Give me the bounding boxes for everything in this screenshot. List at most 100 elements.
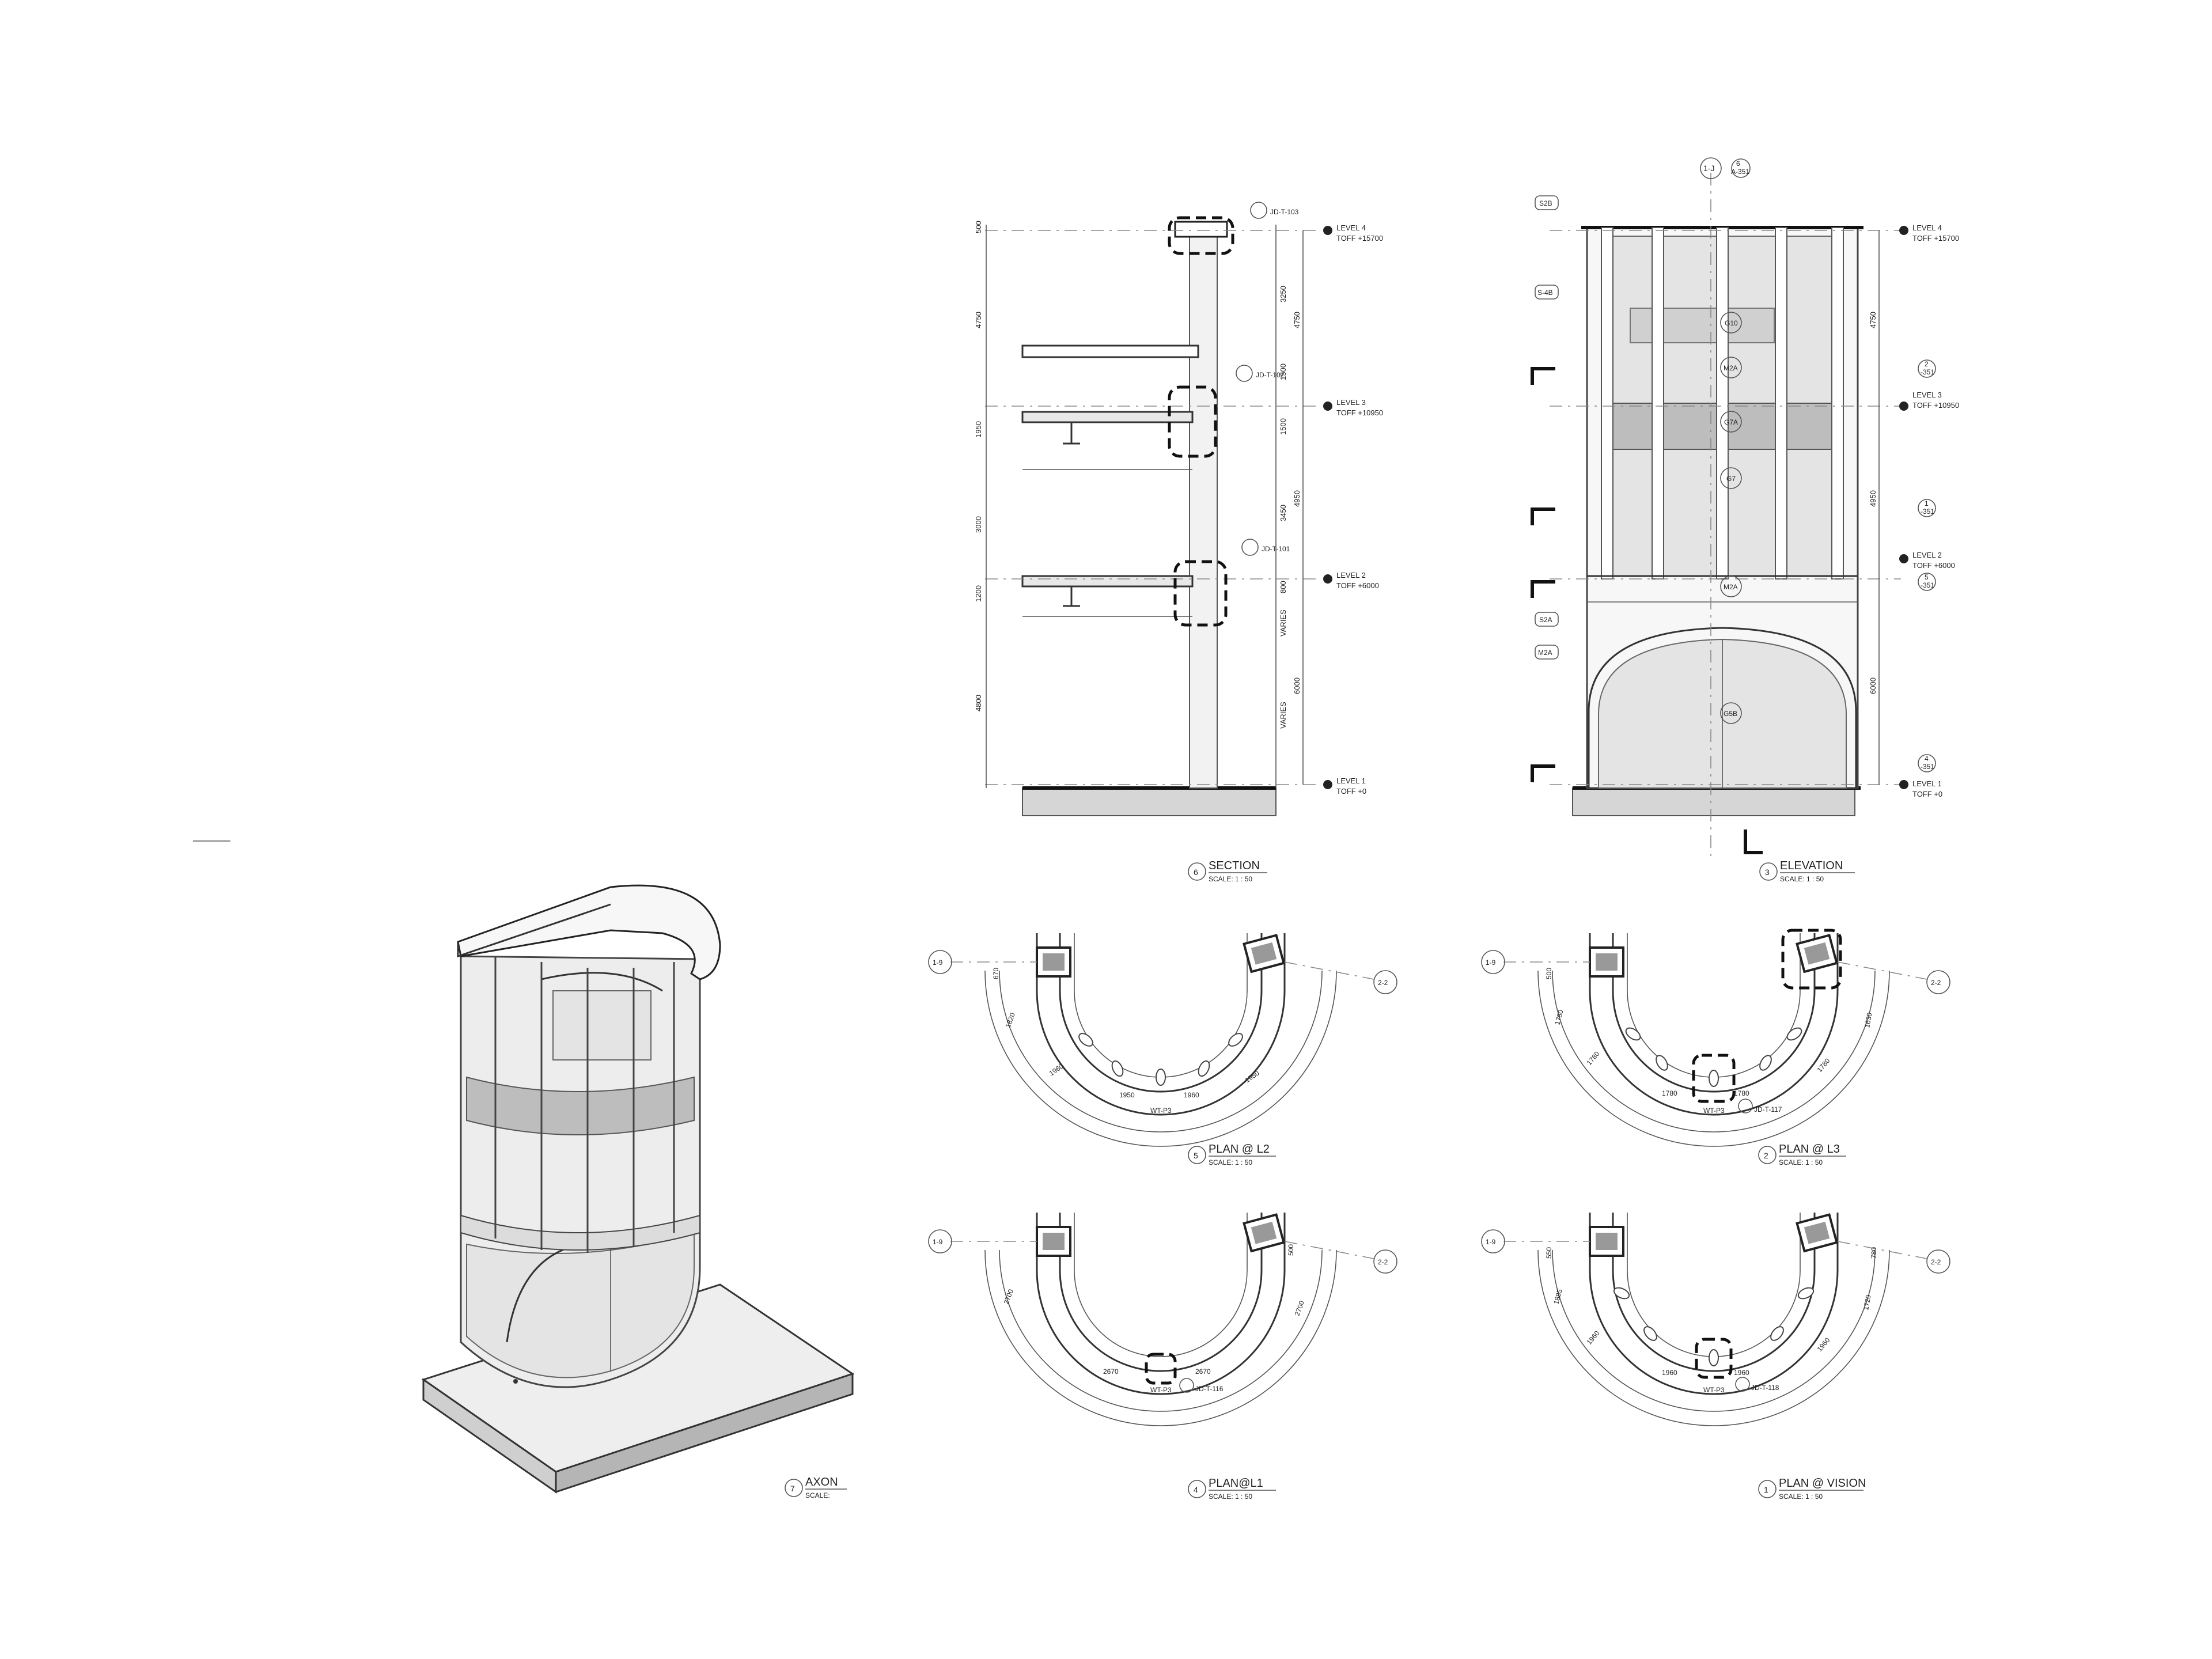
elevation-view: 1-J 6 A-351 S2B S-4B S2A M2A G10 M2A G7A <box>1531 157 1959 883</box>
axon-band-l2 <box>460 1214 700 1251</box>
view-number: 1 <box>1764 1485 1768 1494</box>
axon-base-side-right <box>555 1372 854 1494</box>
level-name: LEVEL 2 <box>1336 571 1366 579</box>
plan-dim: 1780 <box>1585 1050 1601 1067</box>
elevation-dim: 4750 <box>1869 312 1877 328</box>
cut-marker <box>1531 367 1555 385</box>
view-title-plan-vision: 1 PLAN @ VISION SCALE: 1 : 50 <box>1758 1477 1866 1501</box>
plan-tag: JD-T-116 <box>1195 1385 1224 1393</box>
section-facade <box>1189 227 1218 789</box>
view-title-plan-l2: 5 PLAN @ L2 SCALE: 1 : 50 <box>1188 1143 1276 1166</box>
grid-bubble-right[interactable] <box>1926 970 1950 994</box>
section-dim-outer: 4950 <box>1293 490 1301 507</box>
svg-text:-351: -351 <box>1921 581 1934 589</box>
plan-inner-wall <box>1059 1213 1263 1372</box>
plan-inner-wall <box>1059 933 1263 1093</box>
axon-roof-edge <box>457 903 611 958</box>
level-toff: TOFF +15700 <box>1336 234 1383 243</box>
plan-outer-wall <box>1589 1213 1839 1395</box>
plan-dim: 780 <box>1870 1247 1878 1259</box>
cut-marker <box>1531 580 1555 598</box>
axon-point <box>513 1379 518 1384</box>
level-name: LEVEL 1 <box>1336 777 1366 785</box>
grid-label: 2-2 <box>1931 979 1941 987</box>
section-dim-right: 800 <box>1279 581 1287 593</box>
plan-dim: 1960 <box>1662 1369 1677 1377</box>
svg-text:-351: -351 <box>1921 368 1934 376</box>
elevation-level-labels: LEVEL 4 TOFF +15700 LEVEL 3 TOFF +10950 … <box>1899 224 1959 798</box>
plan-wt: WT-P3 <box>1703 1386 1725 1394</box>
axon-inner-curve <box>541 972 663 992</box>
section-parapet <box>1174 221 1228 238</box>
section-ref-marker[interactable] <box>1241 539 1259 556</box>
grid-bubble-left[interactable] <box>1481 950 1505 974</box>
grid-bubble-left[interactable] <box>1481 1229 1505 1253</box>
grid-bubble-left[interactable] <box>928 1229 952 1253</box>
section-dim-right: 3450 <box>1279 505 1287 521</box>
section-slab-l2 <box>1021 575 1194 588</box>
elevation-grid-bubble[interactable] <box>1700 157 1722 179</box>
view-number: 6 <box>1194 868 1198 877</box>
plan-inner-line <box>1627 933 1801 1078</box>
plan-dim-arc-outer <box>984 970 1337 1147</box>
grid-label: 2-2 <box>1378 979 1388 987</box>
grid-bubble-right[interactable] <box>1373 970 1397 994</box>
plan-inner-line <box>1074 1213 1248 1357</box>
view-scale: SCALE: 1 : 50 <box>1209 875 1252 883</box>
plan-detail-callout-corner[interactable] <box>1781 929 1842 990</box>
plan-dim: 1630 <box>1863 1012 1873 1028</box>
plan-dim: 1720 <box>1862 1294 1872 1310</box>
view-number: 2 <box>1764 1151 1768 1160</box>
grid-bubble-right[interactable] <box>1373 1249 1397 1274</box>
plan-detail-callout[interactable] <box>1695 1338 1733 1379</box>
material-tag: M2A <box>1724 583 1738 591</box>
plan-inner-line <box>1074 933 1248 1078</box>
section-detail-callout-l2[interactable] <box>1173 560 1228 627</box>
plan-ref-marker[interactable] <box>1735 1377 1750 1392</box>
plan-detail-callout[interactable] <box>1692 1054 1736 1103</box>
plan-wt: WT-P3 <box>1150 1386 1172 1394</box>
section-ref-marker[interactable] <box>1250 202 1267 219</box>
plan-dim-arc-outer <box>1537 970 1890 1147</box>
elevation-arch-frame <box>1588 627 1857 788</box>
material-tag: S2B <box>1539 199 1552 207</box>
elevation-ground <box>1572 787 1855 816</box>
grid-bubble-right[interactable] <box>1926 1249 1950 1274</box>
grid-label: 2-2 <box>1378 1258 1388 1266</box>
section-ref-marker[interactable] <box>1236 365 1253 382</box>
plan-ref-marker[interactable] <box>1738 1099 1753 1113</box>
elevation-dim: 6000 <box>1869 677 1877 694</box>
view-title: SECTION <box>1209 859 1260 872</box>
plan-l3-view: JD-T-117 1-9 2-2 500 1780 1780 1780 1780… <box>1481 929 1950 1166</box>
plan-inner-wall <box>1612 1213 1816 1372</box>
material-tag: G7A <box>1724 418 1738 426</box>
elevation-mullions <box>1601 227 1844 579</box>
material-tag: S2A <box>1539 616 1552 624</box>
grid-bubble-left[interactable] <box>928 950 952 974</box>
level-toff: TOFF +10950 <box>1336 408 1383 417</box>
material-tag: M2A <box>1538 649 1552 657</box>
plan-column-right-core <box>1804 1221 1830 1244</box>
section-dim-left: 4750 <box>974 312 983 328</box>
view-number: 3 <box>1765 868 1770 877</box>
plan-detail-callout[interactable] <box>1145 1353 1177 1385</box>
plan-dim-arc-outer <box>984 1249 1337 1426</box>
elevation-section-marker[interactable] <box>1731 158 1751 178</box>
plan-dim: 1960 <box>1585 1329 1601 1346</box>
view-title: PLAN @ VISION <box>1779 1477 1866 1490</box>
view-title: PLAN @ L3 <box>1779 1143 1840 1156</box>
section-detail-callout-l3[interactable] <box>1168 385 1217 458</box>
section-tag-2: JD-T-102 <box>1256 371 1285 379</box>
axon-ground-glazing <box>466 1232 695 1378</box>
plan-dim: 1960 <box>1048 1062 1065 1077</box>
plan-grid-line-right <box>1837 961 1927 980</box>
view-title-plan-l3: 2 PLAN @ L3 SCALE: 1 : 50 <box>1758 1143 1846 1166</box>
section-view: JD-T-103 JD-T-102 JD-T-101 500 4750 1950… <box>974 202 1383 883</box>
section-detail-callout-top[interactable] <box>1168 216 1234 255</box>
plan-dim: 1780 <box>1734 1089 1749 1097</box>
plan-dim: 1960 <box>1734 1369 1749 1377</box>
level-name: LEVEL 3 <box>1912 391 1942 399</box>
plan-dim: 1780 <box>1662 1089 1677 1097</box>
plan-grid-line-right <box>1284 961 1374 980</box>
plan-ref-marker[interactable] <box>1179 1378 1194 1393</box>
